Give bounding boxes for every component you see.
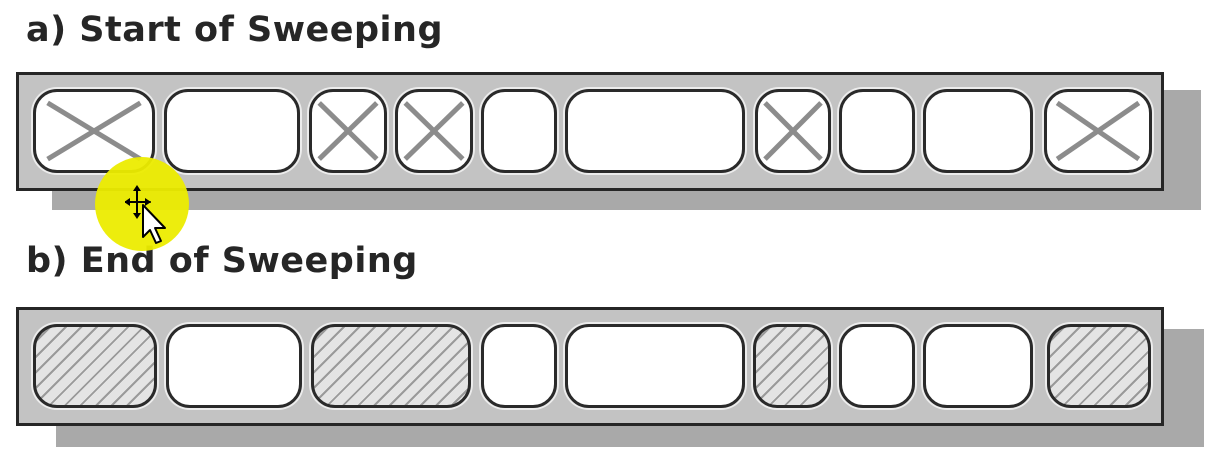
freed-object-9 [1047,324,1151,408]
cross-mark-icon [312,92,384,170]
live-object-6 [565,89,745,173]
freed-object-1 [33,324,157,408]
end-of-sweeping-heading: b) End of Sweeping [26,241,418,281]
live-object-5 [565,324,745,408]
live-object-4 [481,324,557,408]
cross-mark-icon [758,92,828,170]
live-object-8 [923,324,1033,408]
move-cursor-icon [125,185,166,244]
live-object-8 [839,89,915,173]
garbage-object-7 [755,89,831,173]
live-object-2 [164,89,300,173]
live-object-7 [839,324,915,408]
garbage-object-10 [1044,89,1152,173]
start-of-sweeping-heading: a) Start of Sweeping [26,10,444,50]
garbage-object-4 [395,89,473,173]
cross-mark-icon [1047,92,1149,170]
live-object-2 [166,324,302,408]
garbage-object-3 [309,89,387,173]
live-object-5 [481,89,557,173]
freed-object-6 [753,324,831,408]
cross-mark-icon [398,92,470,170]
heap-start-of-sweeping [16,72,1164,191]
cross-mark-icon [36,92,152,170]
live-object-9 [923,89,1033,173]
freed-object-3 [311,324,471,408]
heap-end-of-sweeping [16,307,1164,426]
